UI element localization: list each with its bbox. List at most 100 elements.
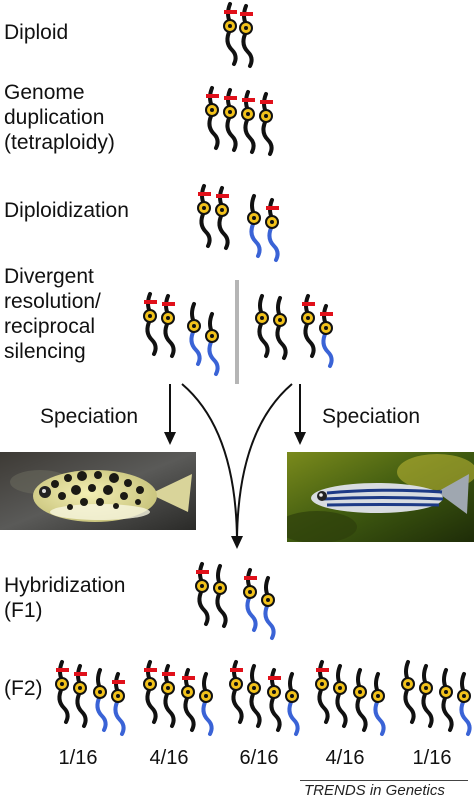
ratio-5: 1/16 xyxy=(412,747,452,769)
gene-mark xyxy=(244,576,257,580)
gene-mark xyxy=(198,192,211,196)
zebrafish-image xyxy=(287,452,474,542)
chromosome xyxy=(205,86,220,150)
chromosome xyxy=(255,294,270,358)
gene-mark xyxy=(302,302,315,306)
chromosome xyxy=(215,186,230,250)
gene-mark xyxy=(216,194,229,198)
chromosome xyxy=(213,564,228,628)
gene-mark xyxy=(74,672,87,676)
gene-mark xyxy=(224,96,237,100)
label-line: resolution/ xyxy=(4,290,101,313)
gene-mark xyxy=(144,668,157,672)
gene-mark xyxy=(240,12,253,16)
arrowhead-right xyxy=(294,432,306,445)
chromosome xyxy=(439,668,454,732)
label-hybridization: Hybridization (F1) xyxy=(4,573,125,623)
footer-credit: TRENDS in Genetics xyxy=(304,782,445,799)
label-speciation-right: Speciation xyxy=(322,405,421,428)
gene-mark xyxy=(224,10,237,14)
gene-mark xyxy=(266,206,279,210)
arrowhead-left xyxy=(164,432,176,445)
photo-zebrafish xyxy=(287,452,474,542)
chromosome xyxy=(161,294,176,358)
chromosome-silenced xyxy=(261,576,276,640)
arrowhead-center xyxy=(231,536,243,549)
chromosome xyxy=(353,668,368,732)
gene-mark xyxy=(182,676,195,680)
chromosome-silenced xyxy=(199,672,214,736)
gene-mark xyxy=(144,300,157,304)
label-diploidization: Diploidization xyxy=(4,199,129,222)
gene-mark xyxy=(206,94,219,98)
chromosome xyxy=(247,664,262,728)
label-line: duplication xyxy=(4,106,105,129)
chromosome xyxy=(73,664,88,728)
chromosome-silenced xyxy=(187,302,202,366)
footer-rule xyxy=(300,780,468,781)
ratio-2: 4/16 xyxy=(149,747,189,769)
ratio-3: 6/16 xyxy=(239,747,279,769)
chromosome xyxy=(259,92,274,156)
chromosome xyxy=(301,294,316,358)
chromosome-silenced xyxy=(93,668,108,732)
gene-mark xyxy=(162,302,175,306)
chromosome-silenced xyxy=(371,672,386,736)
gene-mark xyxy=(260,100,273,104)
chromosome xyxy=(223,88,238,152)
label-line: reciprocal xyxy=(4,315,96,338)
chromosome-layer xyxy=(55,2,472,736)
chromosome-silenced xyxy=(243,568,258,632)
label-line: Hybridization xyxy=(4,574,126,597)
chromosome xyxy=(419,664,434,728)
chromosome xyxy=(143,292,158,356)
chromosome xyxy=(143,660,158,724)
chromosome xyxy=(273,296,288,360)
chromosome xyxy=(239,4,254,68)
gene-mark xyxy=(320,312,333,316)
label-speciation-left: Speciation xyxy=(40,405,139,428)
chromosome-silenced xyxy=(319,304,334,368)
label-line: Genome xyxy=(4,81,85,104)
chromosome xyxy=(333,664,348,728)
speciation-arrows xyxy=(169,383,301,541)
label-line: silencing xyxy=(4,340,86,363)
chromosome xyxy=(267,668,282,732)
ratio-4: 4/16 xyxy=(325,747,365,769)
chromosome xyxy=(223,2,238,66)
gene-mark xyxy=(316,668,329,672)
chromosome xyxy=(161,664,176,728)
label-line: (F1) xyxy=(4,599,43,622)
gene-mark xyxy=(242,98,255,102)
chromosome-silenced xyxy=(285,672,300,736)
chromosome-silenced xyxy=(265,198,280,262)
pufferfish-image xyxy=(0,452,196,530)
label-line: Divergent xyxy=(4,265,94,288)
label-diploid: Diploid xyxy=(4,21,69,44)
arrow-curve-right xyxy=(236,383,293,541)
chromosome xyxy=(229,660,244,724)
arrowheads xyxy=(164,432,306,549)
chromosome xyxy=(401,660,416,724)
gene-mark xyxy=(230,668,243,672)
chromosome xyxy=(241,90,256,154)
gene-mark xyxy=(56,668,69,672)
label-f2: (F2) xyxy=(4,677,43,700)
ratio-1: 1/16 xyxy=(58,747,98,769)
chromosome xyxy=(181,668,196,732)
gene-mark xyxy=(162,672,175,676)
chromosome xyxy=(315,660,330,724)
label-line: (tetraploidy) xyxy=(4,131,115,154)
chromosome-silenced xyxy=(205,312,220,376)
chromosome xyxy=(197,184,212,248)
arrow-curve-left xyxy=(181,383,238,541)
label-genome-duplication: Genome duplication (tetraploidy) xyxy=(4,80,115,155)
gene-mark xyxy=(268,676,281,680)
chromosome-silenced xyxy=(457,672,472,736)
gene-mark xyxy=(112,680,125,684)
label-divergent-resolution: Divergent resolution/ reciprocal silenci… xyxy=(4,264,101,364)
gene-mark xyxy=(196,570,209,574)
photo-pufferfish xyxy=(0,452,196,530)
chromosome xyxy=(55,660,70,724)
